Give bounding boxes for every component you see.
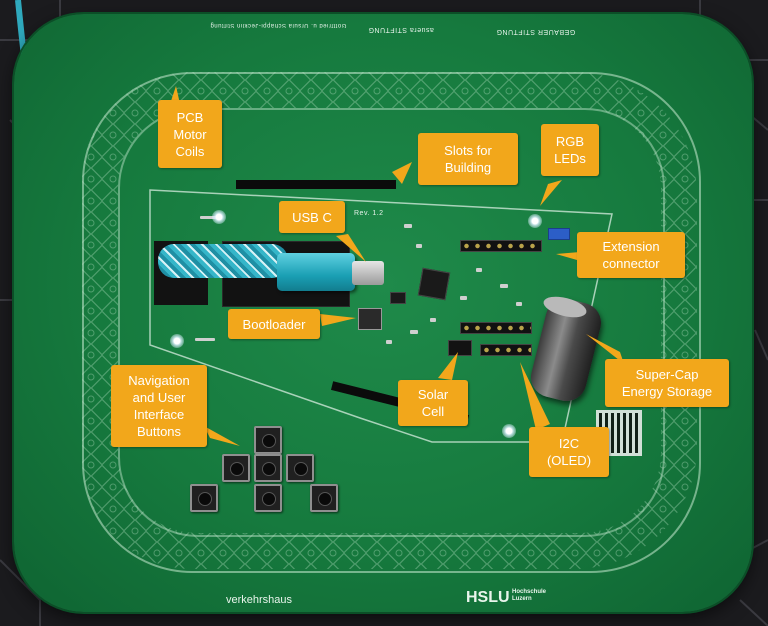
nav-button-up[interactable] [254,426,282,454]
nav-button-left[interactable] [222,454,250,482]
callout-bootloader: Bootloader [228,309,320,339]
nav-button-right[interactable] [286,454,314,482]
rgb-led-top-right [528,214,542,228]
callout-pcb-motor-coils: PCB Motor Coils [158,100,222,168]
verkehrshaus-logo: verkehrshaus [226,594,293,606]
nav-button-down[interactable] [254,484,282,512]
regulator-chip [390,292,406,304]
usb-cable [158,244,288,278]
callout-solar-cell: Solar Cell [398,380,468,426]
revision-label: Rev. 1.2 [354,210,384,217]
extension-header [460,240,542,252]
rgb-led-connector [548,228,570,240]
rgb-led-top-left [212,210,226,224]
callout-super-cap: Super-Cap Energy Storage [605,359,729,407]
rgb-led-bottom-right [502,424,516,438]
callout-i2c-oled: I2C (OLED) [529,427,609,477]
pcb-board: Gottfried u. Ursula Schäppi-Jecklin Stif… [14,14,752,612]
user-button-right[interactable] [310,484,338,512]
hslu-logo: HSLU [466,589,510,606]
usb-c-plug [277,253,355,291]
solar-connector [448,340,472,356]
i2c-header [460,322,532,334]
callout-extension-connector: Extension connector [577,232,685,278]
oled-header [480,344,532,356]
callout-slots-for-building: Slots for Building [418,133,518,185]
hslu-subtitle: Hochschule Luzern [512,589,547,602]
callout-usb-c: USB C [279,201,345,233]
motor-coil-track [82,72,697,569]
nav-button-center[interactable] [254,454,282,482]
building-slot-top [236,180,396,189]
user-button-left[interactable] [190,484,218,512]
usb-c-port [352,261,384,285]
callout-navigation-buttons: Navigation and User Interface Buttons [111,365,207,447]
bootloader-switch [358,308,382,330]
rgb-led-bottom-left [170,334,184,348]
callout-rgb-leds: RGB LEDs [541,124,599,176]
